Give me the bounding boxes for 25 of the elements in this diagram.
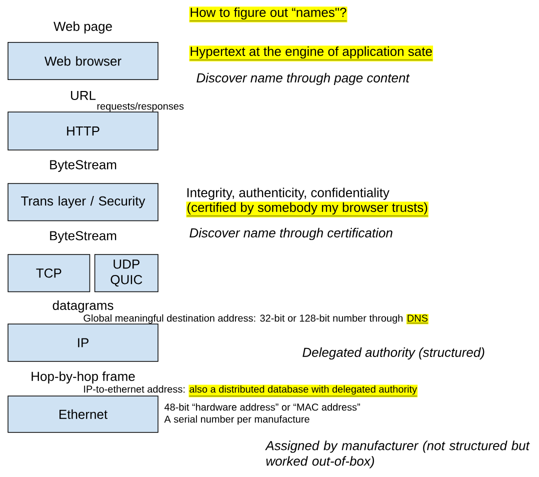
annotation: Delegated authority (structured) bbox=[302, 347, 484, 360]
layer-label: datagrams bbox=[52, 300, 114, 313]
annotation: IP-to-ethernet address: bbox=[84, 385, 185, 393]
highlighted-note: Hypertext at the engine of application sate bbox=[189, 46, 434, 62]
annotation: Global meaningful destination address: 32-bit or 128-bit number through bbox=[84, 314, 402, 324]
layer-label: ByteStream bbox=[50, 231, 116, 243]
annotation: requests/responses bbox=[97, 102, 184, 112]
protocol-box: Ethernet bbox=[8, 396, 158, 433]
protocol-box: UDP QUIC bbox=[94, 254, 158, 292]
annotation: Assigned by manufacturer (not structured but worked out-of-box) bbox=[265, 440, 530, 468]
protocol-box: Web browser bbox=[8, 42, 158, 80]
protocol-box: Trans layer / Security bbox=[8, 183, 158, 222]
protocol-box: TCP bbox=[8, 254, 90, 292]
highlighted-note: DNS bbox=[406, 314, 429, 324]
protocol-box: HTTP bbox=[8, 112, 158, 150]
layer-label: ByteStream bbox=[50, 160, 116, 172]
title: How to figure out “names"? bbox=[189, 6, 348, 22]
annotation: Discover name through certification bbox=[190, 228, 392, 240]
highlighted-note: also a distributed database with delegated authority bbox=[188, 384, 418, 398]
protocol-box: IP bbox=[8, 324, 158, 362]
annotation: Integrity, authenticity, confidentiality bbox=[187, 188, 390, 200]
layer-label: Hop-by-hop frame bbox=[32, 371, 135, 384]
layer-label: URL bbox=[71, 90, 96, 100]
annotation: Discover name through page content bbox=[196, 72, 410, 86]
highlighted-note: (certified by somebody my browser trusts) bbox=[186, 202, 428, 218]
